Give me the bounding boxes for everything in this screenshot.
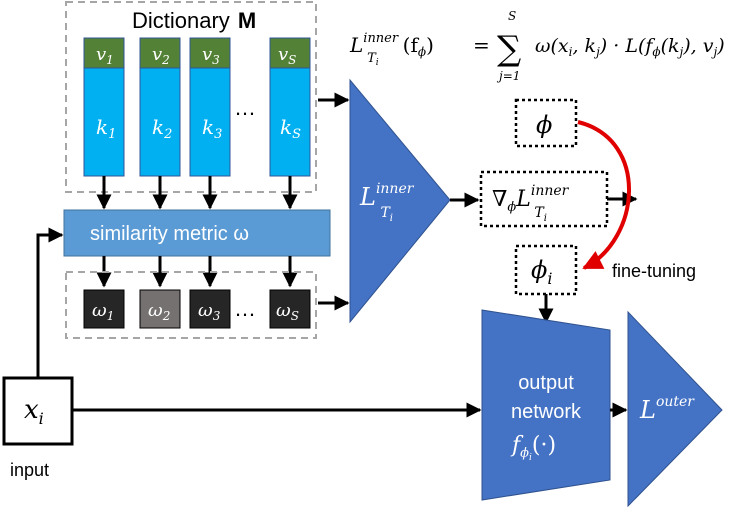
value-label-3: v3 — [202, 44, 220, 67]
key-label-3: k3 — [202, 115, 222, 142]
weight-cell-s — [269, 289, 311, 329]
weight-label-1: ω1 — [92, 300, 114, 323]
svg-text:∑: ∑ — [497, 29, 521, 69]
weights-ellipsis: … — [234, 296, 256, 321]
output-network-line2: network — [511, 401, 582, 423]
value-cell-3 — [189, 37, 231, 69]
key-label-s: kS — [280, 115, 301, 142]
output-network-block — [481, 309, 611, 501]
output-network-func: fϕi(·) — [510, 433, 556, 463]
svg-text:=: = — [473, 33, 490, 57]
phi-i-box — [514, 244, 578, 296]
key-cell-s — [269, 67, 311, 177]
fine-tuning-curve — [577, 120, 631, 270]
svg-text:ω(xi, kj) · L(fϕ(kj), vj): ω(xi, kj) · L(fϕ(kj), vj) — [535, 35, 725, 59]
weight-label-2: ω2 — [148, 300, 170, 323]
inner-loss-block — [349, 78, 451, 324]
input-box — [2, 376, 74, 446]
phi-box — [514, 98, 578, 148]
output-network-line1: output — [518, 372, 574, 394]
value-label-1: v1 — [96, 44, 114, 67]
phi-label: ϕ — [536, 111, 552, 139]
key-cell-1 — [83, 67, 125, 177]
weight-cell-2 — [139, 289, 181, 329]
similarity-metric-bar — [63, 209, 331, 257]
value-label-2: v2 — [152, 44, 170, 67]
dictionary-ellipsis: … — [234, 95, 256, 120]
weights-frame — [65, 271, 317, 339]
svg-text:S: S — [508, 9, 516, 23]
value-cell-s — [269, 37, 311, 69]
key-label-1: k1 — [96, 115, 116, 142]
gradient-box — [479, 170, 609, 228]
weight-label-3: ω3 — [198, 300, 221, 323]
svg-text:j=1: j=1 — [496, 69, 520, 83]
key-cell-2 — [139, 67, 181, 177]
similarity-metric-label: similarity metric ω — [90, 223, 249, 245]
weight-label-s: ωS — [276, 300, 299, 323]
outer-loss-label: Louter — [639, 394, 695, 424]
weight-cell-1 — [83, 289, 125, 329]
fine-tuning-label: fine-tuning — [612, 261, 696, 281]
outer-loss-block — [627, 310, 723, 508]
key-label-2: k2 — [152, 115, 172, 142]
arrow-input-similarity — [36, 227, 64, 378]
value-label-s: vS — [278, 44, 296, 67]
weight-cell-3 — [189, 289, 231, 329]
phi-i-label: ϕi — [531, 256, 552, 288]
input-caption: input — [10, 460, 49, 480]
input-symbol: xi — [24, 395, 44, 428]
key-cell-3 — [189, 67, 231, 177]
dictionary-frame — [65, 1, 317, 193]
